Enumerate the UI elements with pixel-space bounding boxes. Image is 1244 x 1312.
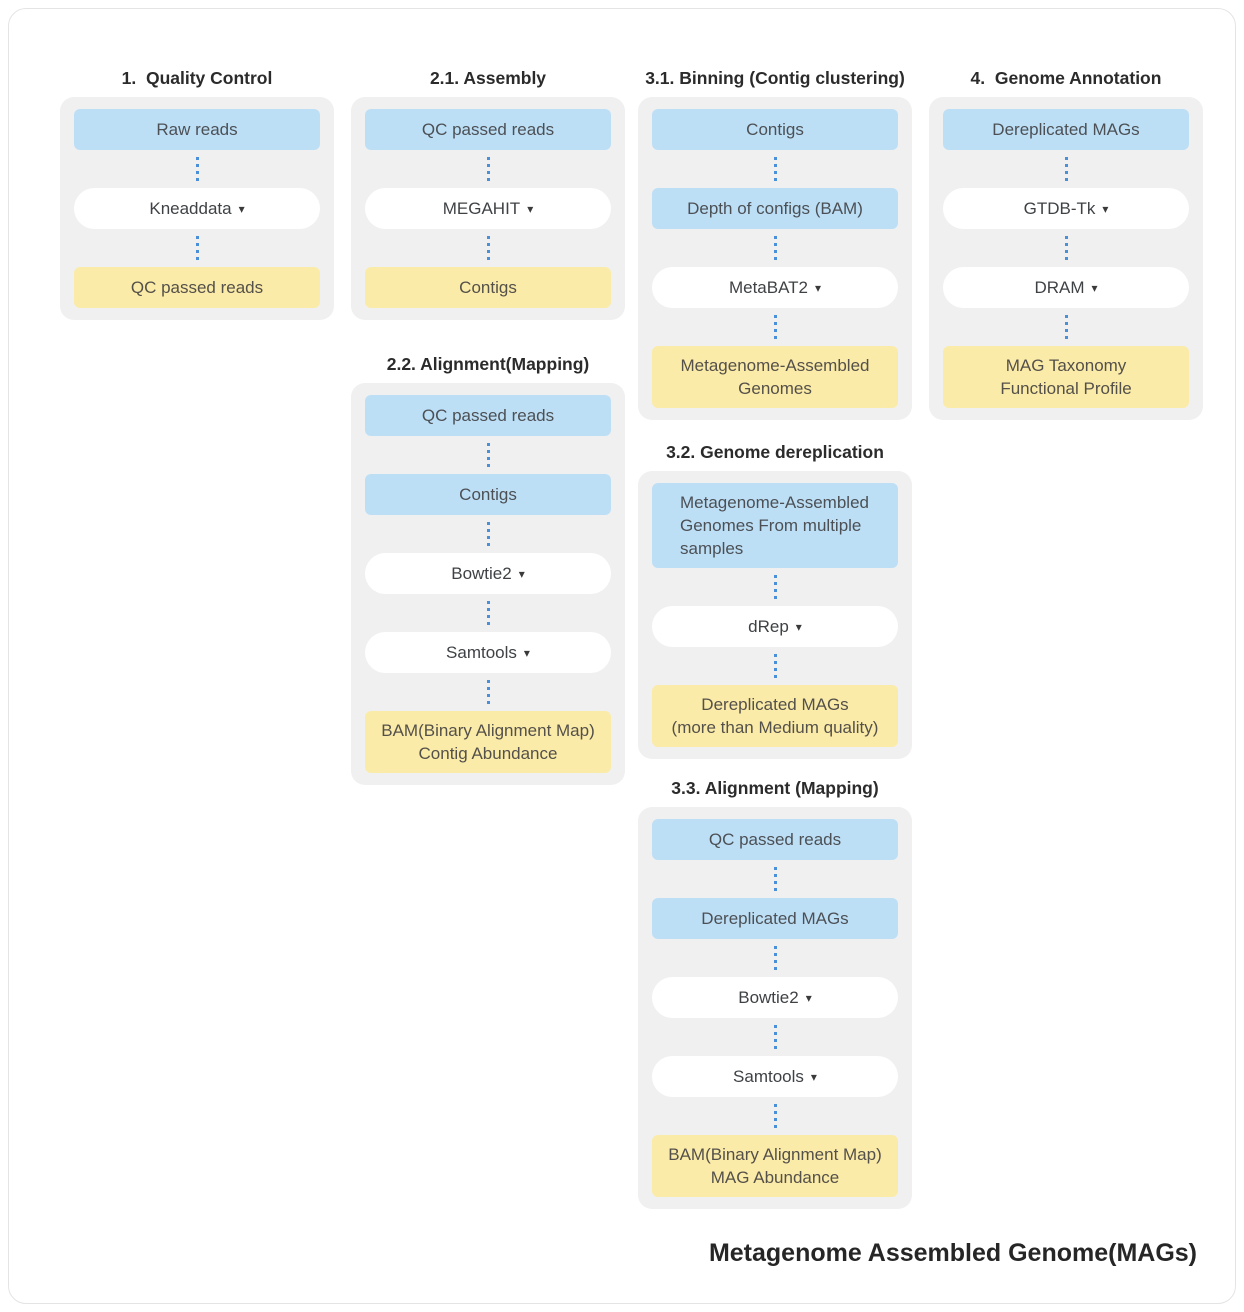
tool-label: DRAM (1034, 278, 1085, 297)
dropdown-caret-icon: ▾ (527, 201, 534, 216)
tool-dropdown-dram[interactable]: DRAM ▾ (943, 267, 1189, 308)
dropdown-caret-icon: ▾ (1102, 201, 1109, 216)
output-node-dereplicated-mags: Dereplicated MAGs (more than Medium qual… (652, 685, 898, 747)
input-node-dereplicated-mags: Dereplicated MAGs (652, 898, 898, 939)
section-header-genome-annotation: 4. Genome Annotation (970, 68, 1162, 88)
input-node-qc-passed-reads: QC passed reads (365, 109, 611, 150)
flow-connector-icon (773, 315, 777, 339)
tool-label: Bowtie2 (738, 988, 799, 1007)
input-node-metagenome-assembled: Metagenome-Assembled Genomes From multip… (652, 483, 898, 568)
tool-dropdown-kneaddata[interactable]: Kneaddata ▾ (74, 188, 320, 229)
input-node-dereplicated-mags: Dereplicated MAGs (943, 109, 1189, 150)
output-node-qc-passed-reads: QC passed reads (74, 267, 320, 308)
dropdown-caret-icon: ▾ (795, 619, 802, 634)
flow-connector-icon (1064, 236, 1068, 260)
input-node-contigs: Contigs (365, 474, 611, 515)
flow-connector-icon (195, 157, 199, 181)
dropdown-caret-icon: ▾ (815, 280, 822, 295)
tool-label: dRep (748, 617, 789, 636)
dropdown-caret-icon: ▾ (810, 1069, 817, 1084)
tool-dropdown-samtools[interactable]: Samtools ▾ (365, 632, 611, 673)
flow-connector-icon (486, 680, 490, 704)
section-header-alignment-mapping-mags: 3.3. Alignment (Mapping) (671, 778, 879, 798)
tool-dropdown-bowtie2[interactable]: Bowtie2 ▾ (365, 553, 611, 594)
section-header-quality-control: 1. Quality Control (121, 68, 273, 88)
input-node-qc-passed-reads: QC passed reads (365, 395, 611, 436)
flow-connector-icon (773, 157, 777, 181)
output-node-mag-taxonomy: MAG Taxonomy Functional Profile (943, 346, 1189, 408)
tool-label: Bowtie2 (451, 564, 512, 583)
section-header-binning-contig-clustering: 3.1. Binning (Contig clustering) (645, 68, 905, 88)
flow-connector-icon (773, 575, 777, 599)
tool-label: MEGAHIT (442, 199, 521, 218)
flow-connector-icon (486, 522, 490, 546)
tool-label: Kneaddata (149, 199, 232, 218)
flow-connector-icon (773, 867, 777, 891)
tool-label: MetaBAT2 (728, 278, 809, 297)
dropdown-caret-icon: ▾ (518, 566, 525, 581)
dropdown-caret-icon: ▾ (523, 645, 530, 660)
input-node-raw-reads: Raw reads (74, 109, 320, 150)
tool-dropdown-bowtie2[interactable]: Bowtie2 ▾ (652, 977, 898, 1018)
tool-dropdown-megahit[interactable]: MEGAHIT ▾ (365, 188, 611, 229)
flow-connector-icon (195, 236, 199, 260)
flow-connector-icon (773, 1104, 777, 1128)
flow-connector-icon (773, 236, 777, 260)
flow-connector-icon (773, 946, 777, 970)
flow-connector-icon (486, 236, 490, 260)
output-node-bam-binary-alignment-map: BAM(Binary Alignment Map) MAG Abundance (652, 1135, 898, 1197)
section-header-genome-dereplication: 3.2. Genome dereplication (666, 442, 884, 462)
output-node-metagenome-assembled: Metagenome-Assembled Genomes (652, 346, 898, 408)
tool-dropdown-drep[interactable]: dRep ▾ (652, 606, 898, 647)
tool-label: GTDB-Tk (1023, 199, 1096, 218)
tool-dropdown-gtdb-tk[interactable]: GTDB-Tk ▾ (943, 188, 1189, 229)
flow-connector-icon (1064, 315, 1068, 339)
section-header-alignment-mapping-contigs: 2.2. Alignment(Mapping) (386, 354, 590, 374)
flow-connector-icon (486, 601, 490, 625)
dropdown-caret-icon: ▾ (805, 990, 812, 1005)
panel-genome-dereplication: Metagenome-Assembled Genomes From multip… (638, 471, 912, 759)
tool-label: Samtools (446, 643, 517, 662)
flow-connector-icon (486, 157, 490, 181)
dropdown-caret-icon: ▾ (1091, 280, 1098, 295)
section-header-assembly: 2.1. Assembly (429, 68, 547, 88)
input-node-depth-of-configs-bam: Depth of configs (BAM) (652, 188, 898, 229)
output-node-bam-binary-alignment-map: BAM(Binary Alignment Map) Contig Abundan… (365, 711, 611, 773)
tool-dropdown-metabat2[interactable]: MetaBAT2 ▾ (652, 267, 898, 308)
flow-connector-icon (773, 1025, 777, 1049)
dropdown-caret-icon: ▾ (238, 201, 245, 216)
tool-label: Samtools (733, 1067, 804, 1086)
input-node-qc-passed-reads: QC passed reads (652, 819, 898, 860)
flow-connector-icon (1064, 157, 1068, 181)
tool-dropdown-samtools[interactable]: Samtools ▾ (652, 1056, 898, 1097)
output-node-contigs: Contigs (365, 267, 611, 308)
flow-connector-icon (773, 654, 777, 678)
diagram-title: Metagenome Assembled Genome(MAGs) (708, 1239, 1197, 1267)
flow-connector-icon (486, 443, 490, 467)
input-node-contigs: Contigs (652, 109, 898, 150)
